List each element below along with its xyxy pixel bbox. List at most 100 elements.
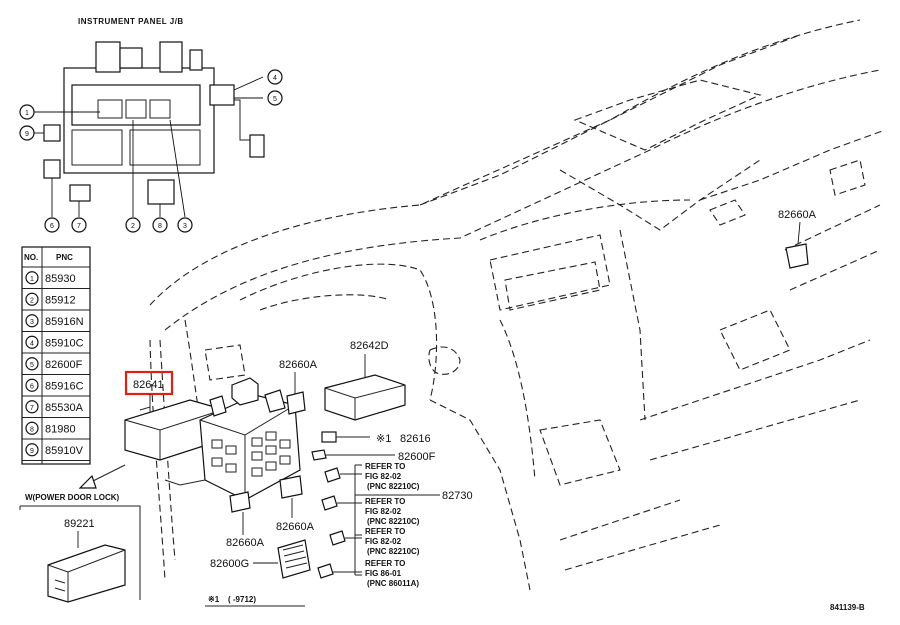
svg-text:2: 2 (131, 223, 135, 230)
power-door-lock-label: W(POWER DOOR LOCK) (25, 493, 120, 502)
pnc-row-no: 9 (30, 448, 34, 455)
part-label-82641[interactable]: 82641 (133, 379, 164, 391)
svg-text:8: 8 (158, 223, 162, 230)
pnc-row-callout (25, 335, 39, 349)
svg-text:(PNC 82210C): (PNC 82210C) (367, 547, 420, 556)
pnc-table-row: 5 82600F (22, 357, 90, 375)
fuse-block-82600g (277, 539, 311, 579)
relay-82616 (321, 431, 370, 443)
dashboard-outline (149, 19, 886, 591)
callout-leaders (34, 76, 264, 218)
pnc-row-value[interactable]: 82600F (45, 359, 83, 371)
callout-6: 6 (44, 217, 60, 233)
pnc-table-row: 2 85912 (22, 292, 90, 311)
svg-text:(PNC 82210C): (PNC 82210C) (367, 517, 420, 526)
pnc-table-header-pnc: PNC (56, 253, 73, 262)
pnc-row-callout (25, 271, 39, 285)
callout-2: 2 (125, 217, 141, 233)
pnc-row-callout (25, 292, 39, 306)
ref-2: REFER TO FIG 82-02 (PNC 82210C) (365, 497, 420, 526)
part-label-82660a-right[interactable]: 82660A (778, 209, 817, 221)
pnc-row-callout (25, 314, 39, 328)
svg-text:REFER TO: REFER TO (365, 527, 405, 536)
svg-text:5: 5 (273, 96, 277, 103)
relay-82660a-lower1 (229, 491, 251, 513)
svg-text:4: 4 (273, 75, 277, 82)
ref-4: REFER TO FIG 86-01 (PNC 86011A) (365, 559, 419, 588)
footnote-mark: ※1 (208, 595, 220, 604)
svg-text:(PNC 86011A): (PNC 86011A) (367, 579, 419, 588)
part-82641-highlight (124, 370, 174, 396)
pnc-row-value[interactable]: 85910V (45, 445, 84, 457)
svg-text:7: 7 (77, 223, 81, 230)
svg-text:REFER TO: REFER TO (365, 462, 405, 471)
pnc-row-callout (25, 421, 39, 435)
part-label-89221[interactable]: 89221 (64, 518, 95, 530)
pnc-row-value[interactable]: 85910C (45, 337, 84, 349)
pnc-table-row: 3 85916N (22, 314, 90, 332)
door-lock-module-89221 (47, 544, 126, 603)
pnc-row-no: 1 (30, 276, 34, 283)
pnc-row-callout (25, 400, 39, 414)
callout-9: 9 (19, 125, 35, 141)
pnc-table-row: 8 81980 (22, 421, 90, 440)
pnc-table-row: 9 85910V (22, 443, 90, 461)
svg-text:3: 3 (183, 223, 187, 230)
callout-3: 3 (177, 217, 193, 233)
fuse-82600f (311, 449, 395, 461)
pnc-table-header-no: NO. (24, 253, 38, 262)
svg-text:REFER TO: REFER TO (365, 497, 405, 506)
svg-text:FIG 82-02: FIG 82-02 (365, 507, 402, 516)
power-door-lock-bracket (19, 505, 141, 600)
part-label-82600f[interactable]: 82600F (398, 451, 436, 463)
part-label-82660a-lower1[interactable]: 82660A (226, 537, 265, 549)
junction-block (164, 377, 301, 501)
svg-text:(PNC 82210C): (PNC 82210C) (367, 482, 420, 491)
svg-text:FIG 82-02: FIG 82-02 (365, 472, 402, 481)
pnc-row-value[interactable]: 81980 (45, 423, 76, 435)
pnc-row-value[interactable]: 85916N (45, 316, 84, 328)
pnc-row-no: 3 (30, 319, 34, 326)
part-label-82616[interactable]: 82616 (400, 433, 431, 445)
part-label-82730[interactable]: 82730 (442, 490, 473, 502)
pnc-row-value[interactable]: 85916C (45, 380, 84, 392)
part-label-82642d[interactable]: 82642D (350, 340, 389, 352)
pnc-row-no: 6 (30, 383, 34, 390)
svg-text:1: 1 (25, 110, 29, 117)
junction-block-inset (43, 41, 265, 205)
callout-8: 8 (152, 217, 168, 233)
pnc-row-value[interactable]: 85912 (45, 294, 76, 306)
callout-5: 5 (267, 90, 283, 106)
bracket-82730 (354, 464, 440, 576)
pnc-row-no: 7 (30, 405, 34, 412)
pnc-table-row: 7 85530A (22, 400, 90, 418)
svg-text:FIG 86-01: FIG 86-01 (365, 569, 402, 578)
figure-id: 841139-B (830, 603, 865, 612)
ref-3: REFER TO FIG 82-02 (PNC 82210C) (365, 527, 420, 556)
callout-4: 4 (267, 69, 283, 85)
pnc-row-callout (25, 357, 39, 371)
pnc-row-value[interactable]: 85530A (45, 402, 84, 414)
ref-1: REFER TO FIG 82-02 (PNC 82210C) (365, 462, 420, 491)
part-label-82600g[interactable]: 82600G (210, 558, 249, 570)
ref-connectors (317, 467, 362, 579)
callout-1: 1 (19, 104, 35, 120)
pnc-row-callout (25, 443, 39, 457)
part-label-82660a-mid[interactable]: 82660A (279, 359, 318, 371)
svg-text:FIG 82-02: FIG 82-02 (365, 537, 402, 546)
pnc-row-no: 5 (30, 362, 34, 369)
pnc-row-no: 2 (30, 297, 34, 304)
relay-82660a-mid (286, 391, 306, 415)
svg-text:REFER TO: REFER TO (365, 559, 405, 568)
pnc-row-no: 8 (30, 426, 34, 433)
pnc-row-value[interactable]: 85930 (45, 273, 76, 285)
inset-title: INSTRUMENT PANEL J/B (78, 17, 184, 26)
part-label-82660a-lower2[interactable]: 82660A (276, 521, 315, 533)
pnc-table-row: 1 85930 (22, 271, 90, 289)
svg-text:9: 9 (25, 131, 29, 138)
module-82642d (324, 374, 406, 421)
note-mark-82616: ※1 (376, 433, 391, 445)
relay-82660a-lower2 (279, 475, 303, 499)
